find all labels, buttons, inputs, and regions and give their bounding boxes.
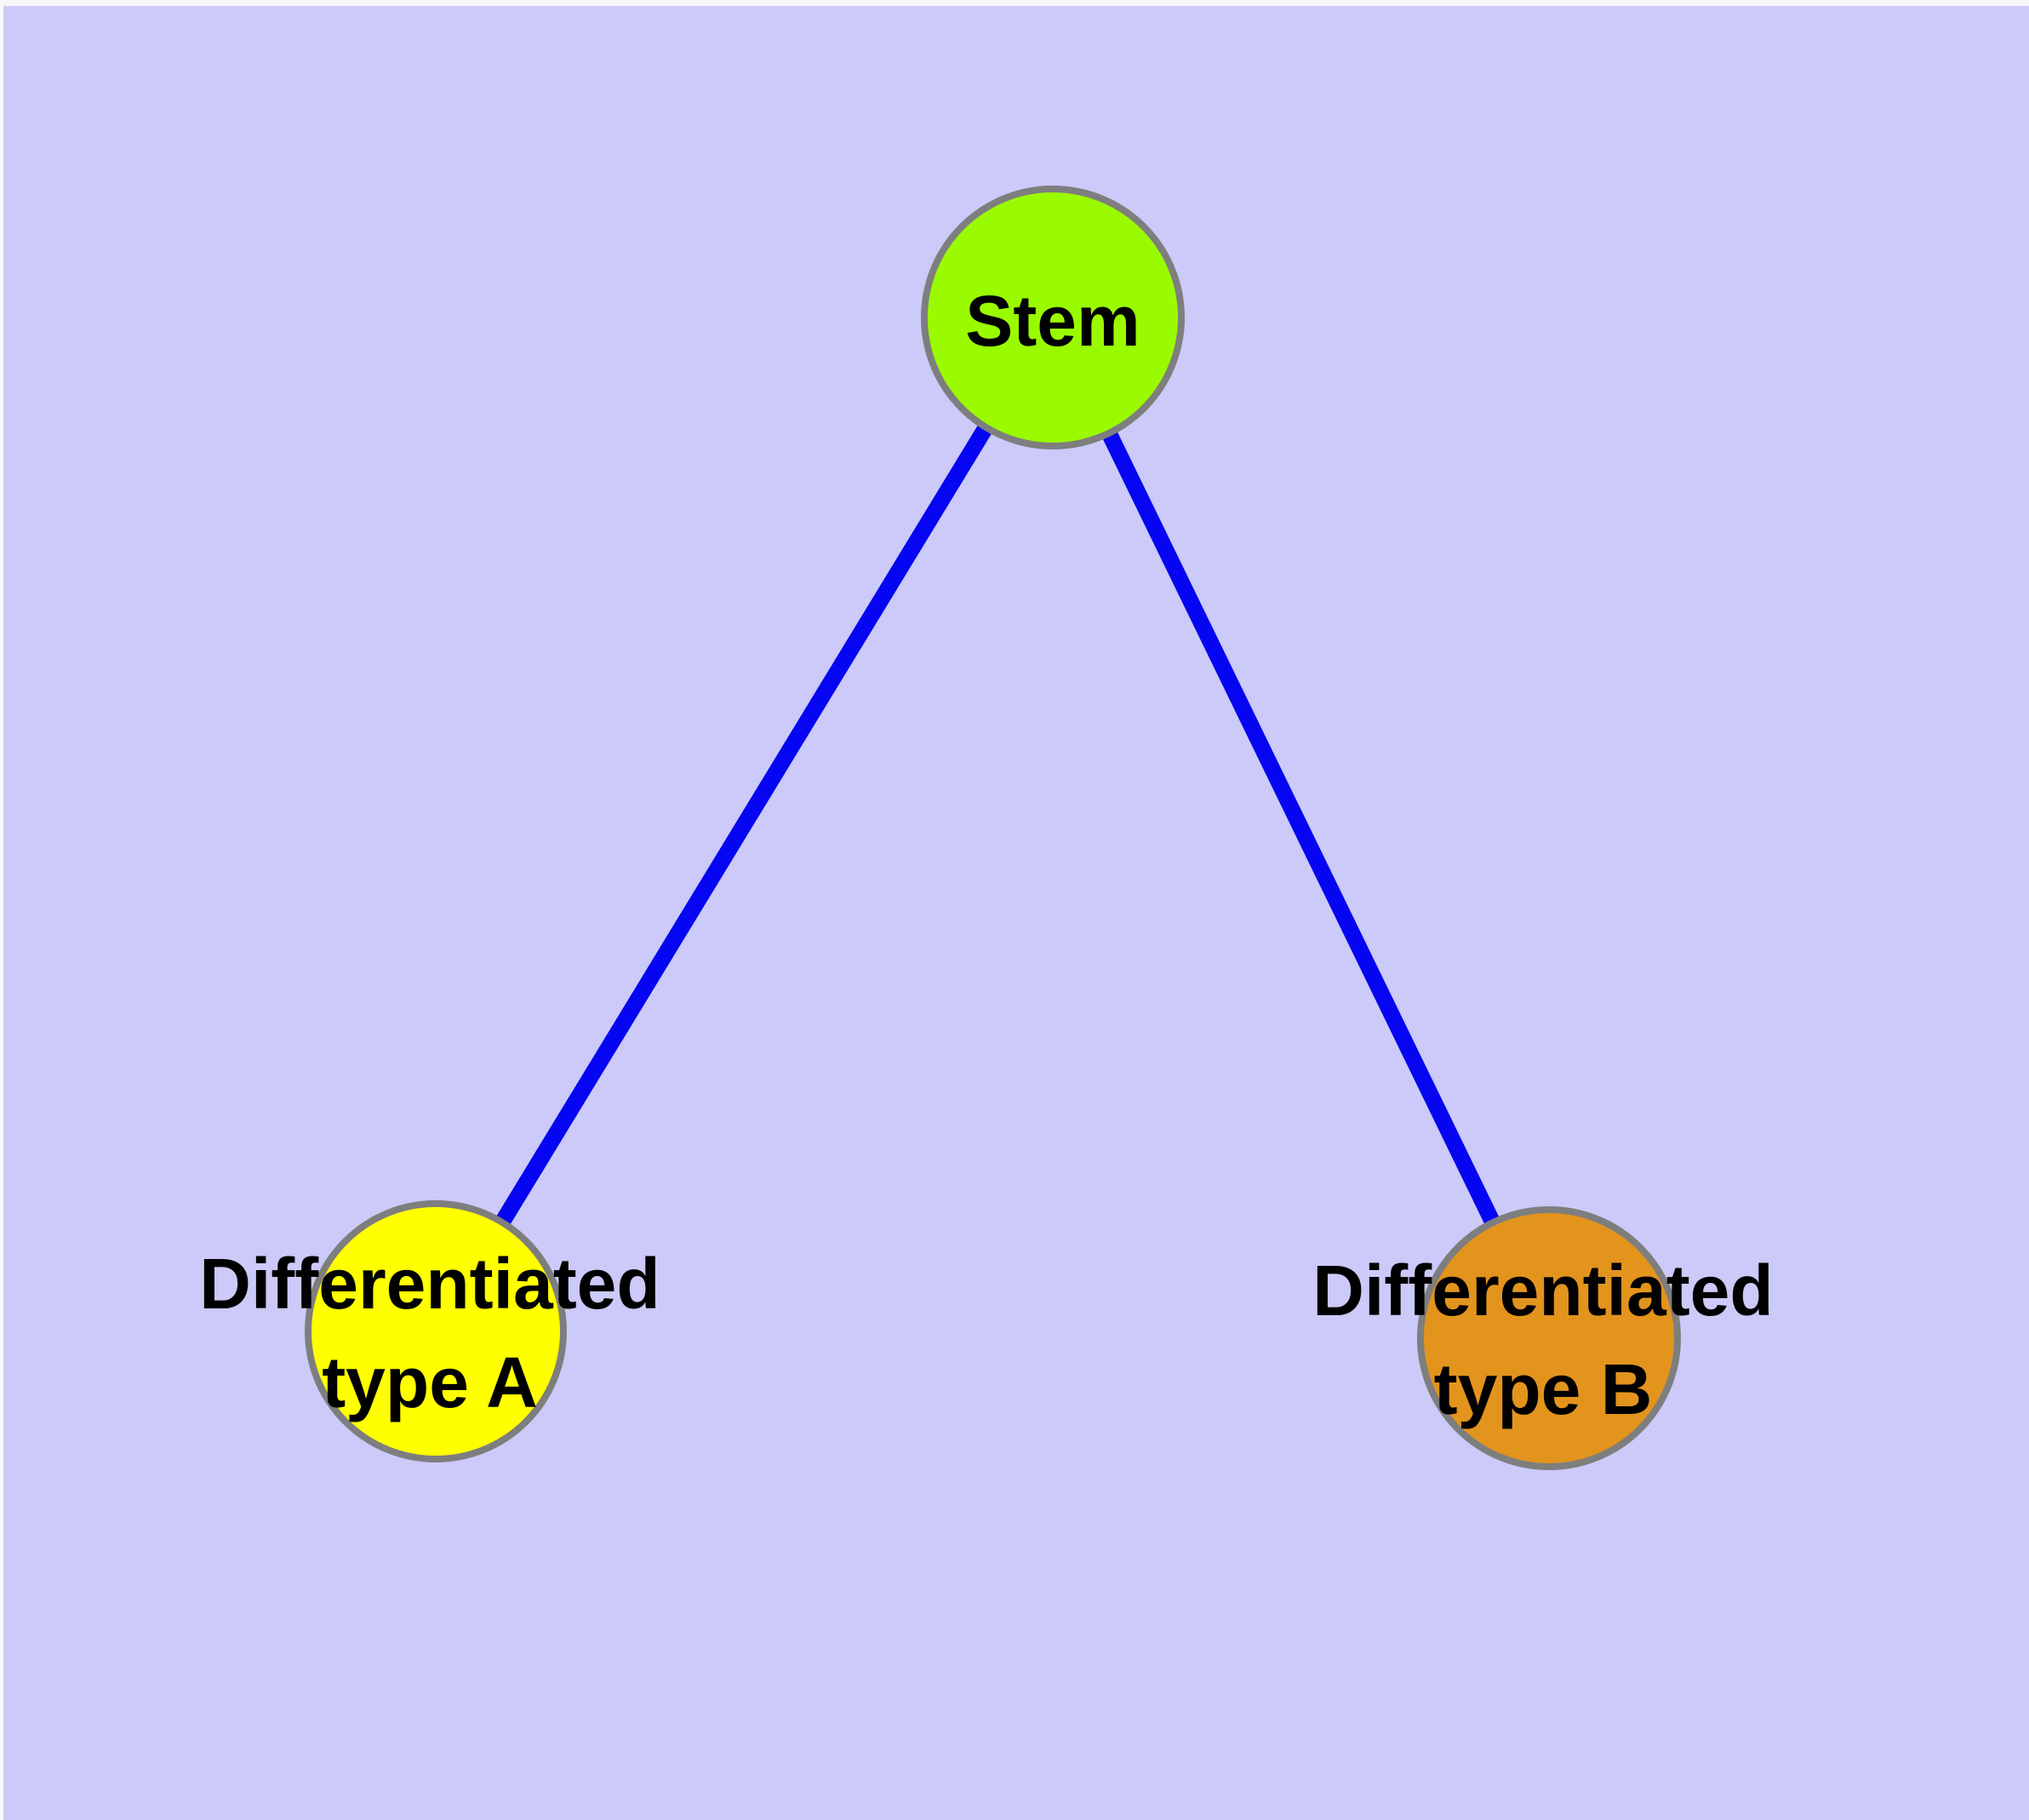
node-label-type-a-line2: type A xyxy=(322,1342,538,1422)
node-label-type-a-line1: Differentiated xyxy=(199,1244,660,1324)
node-differentiated-type-b xyxy=(1417,1206,1681,1470)
node-differentiated-type-a xyxy=(305,1200,567,1462)
plot-margin-left xyxy=(0,0,3,1820)
node-label-type-b-line2: type B xyxy=(1434,1349,1653,1429)
edge-stem-to-type-b xyxy=(1045,313,1557,1342)
edge-stem-to-type-a xyxy=(428,313,1060,1336)
node-stem xyxy=(921,186,1185,449)
node-label-stem: Stem xyxy=(965,281,1140,361)
node-label-type-b-line1: Differentiated xyxy=(1312,1251,1773,1331)
plot-margin-top xyxy=(0,0,2029,6)
